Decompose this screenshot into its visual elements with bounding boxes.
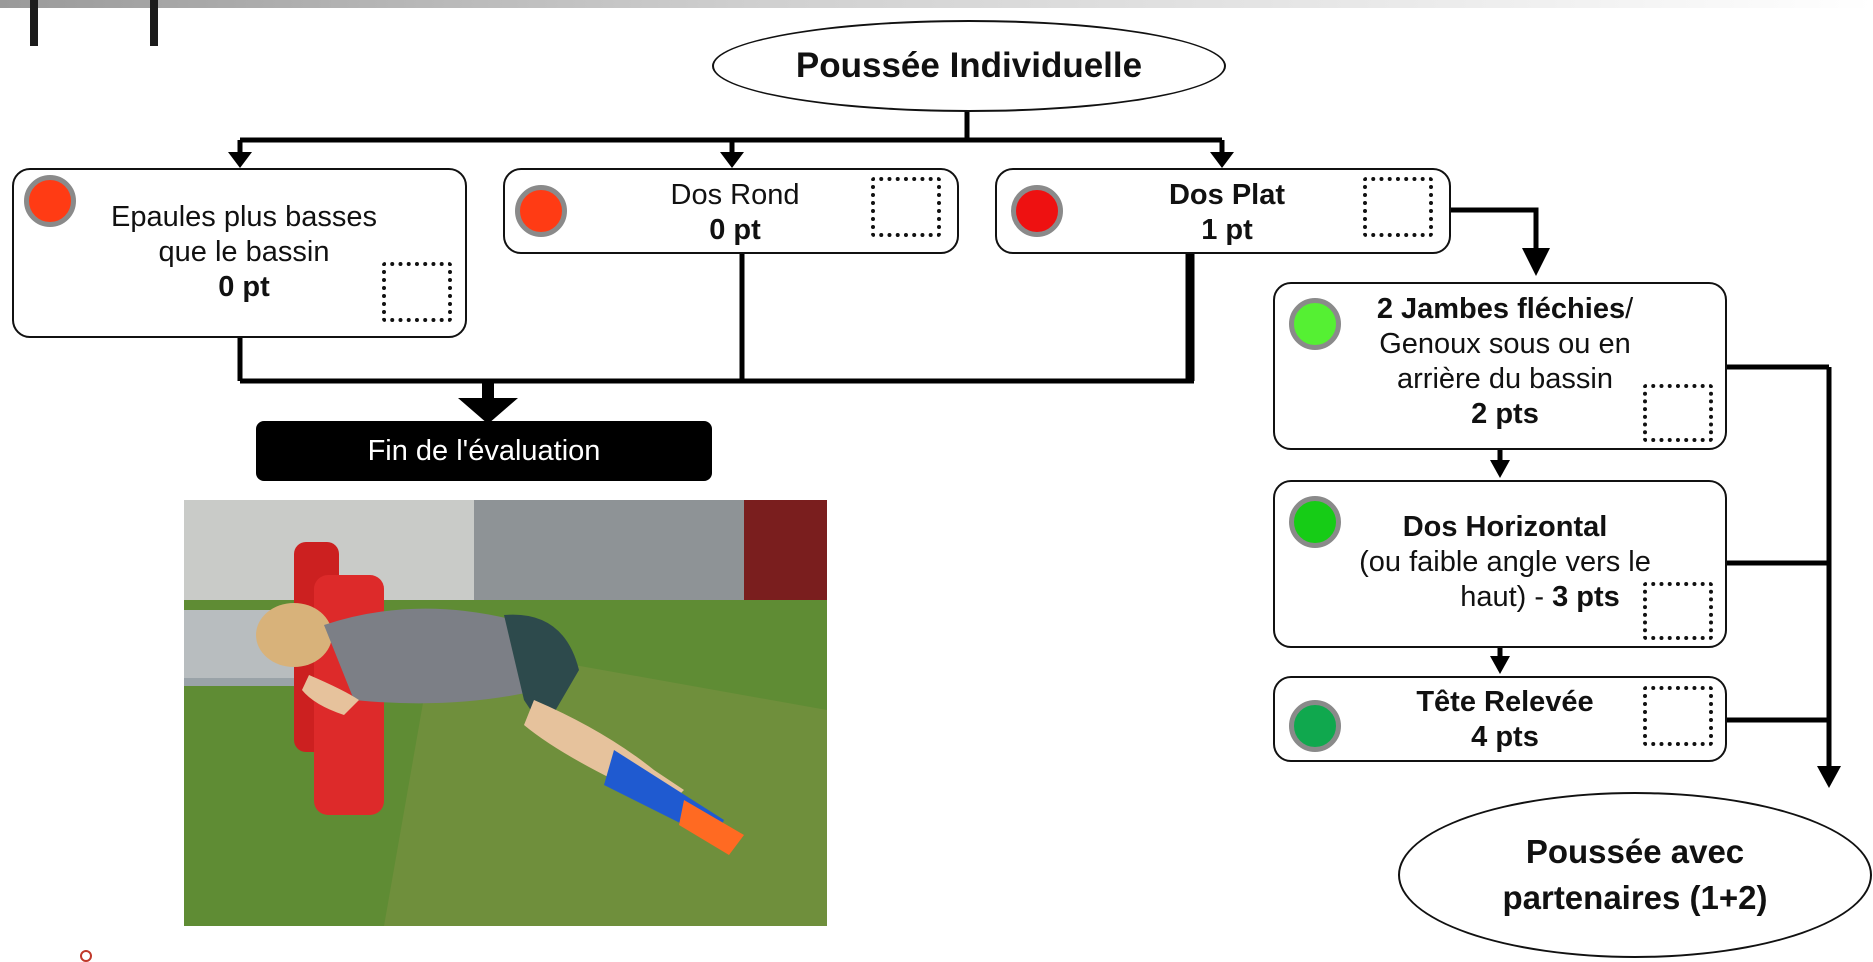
- progression-line-bold: Tête Relevée: [1416, 686, 1594, 718]
- criteria-box-dos-rond: Dos Rond 0 pt: [503, 168, 959, 254]
- criteria-line: que le bassin: [158, 236, 330, 268]
- arrowhead-tete: [1490, 656, 1510, 674]
- status-dot-green-icon: [1289, 496, 1341, 548]
- progression-line: haut) -: [1460, 581, 1553, 613]
- corner-mark-icon: [80, 950, 92, 962]
- criteria-line: Dos Plat: [1168, 179, 1286, 211]
- status-dot-green-icon: [1289, 298, 1341, 350]
- photo-rugby-push: [184, 500, 827, 926]
- criteria-text: Dos Rond 0 pt: [595, 178, 875, 248]
- end-label: Fin de l'évaluation: [367, 434, 601, 467]
- arrowhead-box2: [720, 152, 744, 168]
- progression-line-bold: Dos Horizontal: [1402, 511, 1608, 543]
- checkbox-epaules[interactable]: [382, 262, 452, 322]
- progression-points: 2 pts: [1471, 398, 1539, 430]
- next-step-oval: Poussée avec partenaires (1+2): [1398, 792, 1872, 958]
- checkbox-tete[interactable]: [1643, 686, 1713, 746]
- next-step-line: Poussée avec: [1525, 833, 1745, 870]
- top-decoration-bar: [0, 0, 1873, 8]
- criteria-points: 0 pt: [218, 271, 270, 303]
- next-step-line: partenaires (1+2): [1502, 879, 1768, 916]
- end-of-evaluation-bar: Fin de l'évaluation: [256, 421, 712, 481]
- progression-box-horizontal: Dos Horizontal (ou faible angle vers le …: [1273, 480, 1727, 648]
- criteria-text: Dos Plat 1 pt: [1087, 178, 1367, 248]
- top-tick-right: [150, 0, 158, 46]
- criteria-box-epaules: Epaules plus basses que le bassin 0 pt: [12, 168, 467, 338]
- arrowhead-box1: [228, 152, 252, 168]
- criteria-points: 1 pt: [1201, 214, 1253, 246]
- arrowhead-horizontal: [1490, 460, 1510, 478]
- criteria-text: Epaules plus basses que le bassin 0 pt: [74, 200, 414, 305]
- criteria-points: 0 pt: [709, 214, 761, 246]
- checkbox-jambes[interactable]: [1643, 384, 1713, 442]
- dosplat-to-progression: [1451, 207, 1539, 250]
- status-dot-red-icon: [1011, 185, 1063, 237]
- progression-line-bold: 2 Jambes fléchies: [1376, 293, 1626, 325]
- next-step-text: Poussée avec partenaires (1+2): [1502, 829, 1767, 921]
- criteria-line: Dos Rond: [670, 179, 800, 211]
- progression-points: 4 pts: [1471, 721, 1539, 753]
- status-dot-green-icon: [1289, 700, 1341, 752]
- checkbox-horizontal[interactable]: [1643, 582, 1713, 640]
- top-tick-left: [30, 0, 38, 46]
- title-text: Poussée Individuelle: [795, 46, 1143, 85]
- progression-box-jambes: 2 Jambes fléchies/ Genoux sous ou en arr…: [1273, 282, 1727, 450]
- status-dot-red-icon: [515, 185, 567, 237]
- progression-points: 3 pts: [1552, 581, 1620, 613]
- status-dot-red-icon: [24, 175, 76, 227]
- progression-line: Genoux sous ou en: [1379, 328, 1631, 360]
- arrowhead-box3: [1210, 152, 1234, 168]
- progression-line: arrière du bassin: [1397, 363, 1613, 395]
- progression-text: Tête Relevée 4 pts: [1355, 685, 1655, 755]
- title-oval: Poussée Individuelle: [712, 20, 1226, 112]
- progression-line: (ou faible angle vers le: [1359, 546, 1651, 578]
- photo-illustration: [184, 500, 827, 926]
- progression-line-rest: /: [1625, 293, 1634, 325]
- criteria-box-dos-plat: Dos Plat 1 pt: [995, 168, 1451, 254]
- criteria-line: Epaules plus basses: [111, 201, 377, 233]
- progression-box-tete: Tête Relevée 4 pts: [1273, 676, 1727, 762]
- checkbox-dos-rond[interactable]: [871, 177, 941, 237]
- checkbox-dos-plat[interactable]: [1363, 177, 1433, 237]
- arrowhead-end: [458, 398, 518, 424]
- progression-text: Dos Horizontal (ou faible angle vers le …: [1315, 510, 1695, 615]
- arrowhead-next: [1817, 766, 1841, 788]
- arrowhead-progression: [1522, 248, 1550, 276]
- progression-text: 2 Jambes fléchies/ Genoux sous ou en arr…: [1345, 292, 1665, 432]
